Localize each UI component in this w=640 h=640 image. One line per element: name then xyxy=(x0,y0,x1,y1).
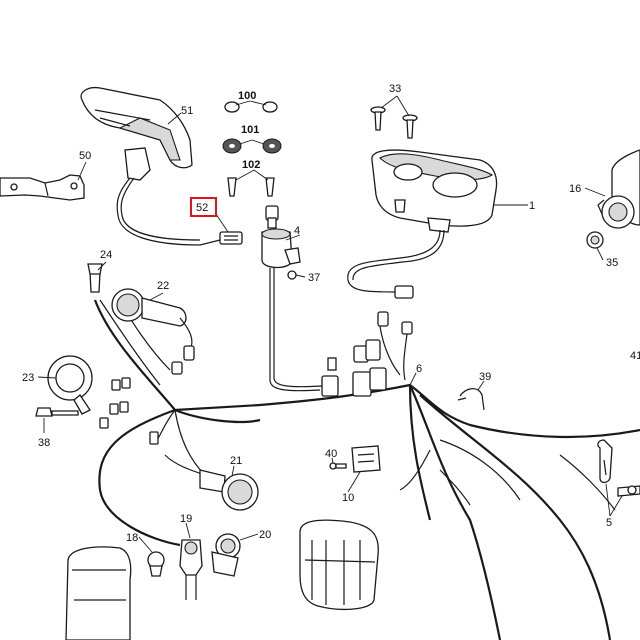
callout-50[interactable]: 50 xyxy=(79,150,91,162)
relay-10[interactable] xyxy=(351,445,381,473)
callout-101[interactable]: 101 xyxy=(241,124,259,136)
bulb-24[interactable] xyxy=(87,263,103,293)
leader-lines xyxy=(37,95,623,553)
clip-39[interactable] xyxy=(457,388,485,411)
callout-20[interactable]: 20 xyxy=(259,529,271,541)
callout-4[interactable]: 4 xyxy=(294,225,300,237)
left-connectors[interactable] xyxy=(99,377,159,445)
callout-40[interactable]: 40 xyxy=(325,448,337,460)
callout-18[interactable]: 18 xyxy=(126,532,138,544)
grommet-35[interactable] xyxy=(586,231,604,249)
callout-39[interactable]: 39 xyxy=(479,371,491,383)
bulb-20[interactable] xyxy=(211,533,241,577)
callout-51[interactable]: 51 xyxy=(181,105,193,117)
callout-41[interactable]: 41 xyxy=(630,350,640,362)
washer-101[interactable] xyxy=(222,138,282,154)
callout-24[interactable]: 24 xyxy=(100,249,112,261)
horn-16[interactable] xyxy=(597,149,640,229)
indicator-21[interactable] xyxy=(164,454,259,511)
headlight-18[interactable] xyxy=(65,546,165,640)
callout-16[interactable]: 16 xyxy=(569,183,581,195)
horn-23[interactable] xyxy=(47,355,93,415)
indicator-22[interactable] xyxy=(111,288,195,375)
screw-40[interactable] xyxy=(329,462,347,470)
callout-19[interactable]: 19 xyxy=(180,513,192,525)
screw-33[interactable] xyxy=(370,106,418,139)
instrument-cluster-1[interactable] xyxy=(347,149,498,299)
callout-6[interactable]: 6 xyxy=(416,363,422,375)
regulator[interactable] xyxy=(299,519,379,610)
screw-37[interactable] xyxy=(287,270,297,280)
highlight-box-52 xyxy=(190,197,217,217)
ignition-switch-4[interactable] xyxy=(261,205,339,397)
main-harness xyxy=(93,299,640,640)
bulb-holder-19[interactable] xyxy=(179,539,203,600)
harness-connectors[interactable] xyxy=(352,311,413,397)
screw-102[interactable] xyxy=(227,177,275,197)
hardware-100[interactable] xyxy=(224,101,278,113)
callout-labels: 100 101 102 33 51 50 52 4 37 1 16 35 41 … xyxy=(22,83,640,544)
callout-10[interactable]: 10 xyxy=(342,492,354,504)
callout-100[interactable]: 100 xyxy=(238,90,256,102)
instrument-pod-51[interactable] xyxy=(80,86,243,246)
callout-5[interactable]: 5 xyxy=(606,517,612,529)
callout-21[interactable]: 21 xyxy=(230,455,242,467)
callout-33[interactable]: 33 xyxy=(389,83,401,95)
callout-38[interactable]: 38 xyxy=(38,437,50,449)
callout-37[interactable]: 37 xyxy=(308,272,320,284)
fuse-holder-5[interactable] xyxy=(597,439,640,497)
callout-1[interactable]: 1 xyxy=(529,200,535,212)
callout-52[interactable]: 52 xyxy=(196,202,208,214)
bolt-38[interactable] xyxy=(35,407,79,417)
bracket-50[interactable] xyxy=(0,174,85,201)
callout-35[interactable]: 35 xyxy=(606,257,618,269)
callout-102[interactable]: 102 xyxy=(242,159,260,171)
callout-23[interactable]: 23 xyxy=(22,372,34,384)
callout-22[interactable]: 22 xyxy=(157,280,169,292)
